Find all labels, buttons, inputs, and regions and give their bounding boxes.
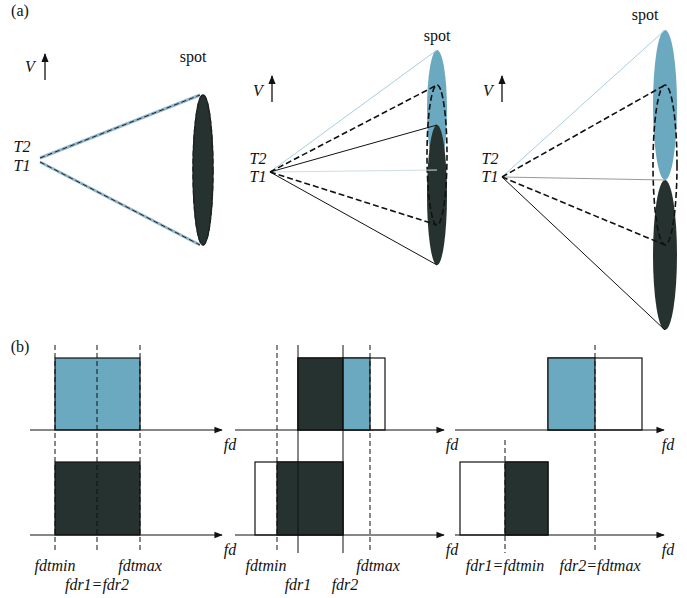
target-label: T1 bbox=[250, 168, 267, 186]
axis-label: fd bbox=[224, 436, 236, 454]
target-label: T2 bbox=[482, 150, 499, 168]
target-label: T2 bbox=[250, 150, 267, 168]
spot-label: spot bbox=[180, 48, 207, 66]
beam-line bbox=[502, 177, 665, 330]
frequency-marker bbox=[140, 345, 141, 553]
velocity-label: V bbox=[483, 82, 493, 100]
frequency-label: fdtmax bbox=[356, 557, 400, 575]
spectrum-outline bbox=[255, 462, 343, 535]
frequency-label: fdr1=fdr2 bbox=[65, 576, 129, 594]
spectrum-band bbox=[548, 358, 595, 430]
target-label: T1 bbox=[14, 157, 31, 175]
spectrum-outline bbox=[298, 358, 385, 430]
velocity-arrow bbox=[501, 76, 502, 102]
beam-line bbox=[270, 50, 437, 172]
axis-label: fd bbox=[446, 436, 458, 454]
target-label: T2 bbox=[14, 138, 31, 156]
frequency-label: fdtmax bbox=[118, 557, 162, 575]
spectrum-band bbox=[505, 462, 548, 535]
frequency-marker bbox=[505, 440, 506, 553]
velocity-label: V bbox=[253, 82, 263, 100]
spot-ellipse bbox=[193, 95, 213, 245]
spot-ellipse bbox=[653, 180, 677, 330]
frequency-label: fdtmin bbox=[35, 557, 76, 575]
frequency-axis bbox=[235, 429, 444, 430]
frequency-axis bbox=[455, 429, 664, 430]
spot-ellipse bbox=[653, 85, 677, 245]
frequency-marker bbox=[298, 345, 299, 553]
beam-line bbox=[270, 85, 437, 172]
beam-line bbox=[270, 172, 437, 265]
frequency-label: fdr1 bbox=[285, 576, 312, 594]
spot-label: spot bbox=[632, 6, 659, 24]
beam-line bbox=[40, 95, 200, 158]
spot-ellipse bbox=[653, 30, 677, 180]
spectrum-band bbox=[298, 358, 343, 430]
spot-ellipse bbox=[193, 95, 213, 245]
velocity-label: V bbox=[25, 58, 35, 76]
axis-label: fd bbox=[224, 541, 236, 559]
spectrum-band bbox=[343, 358, 370, 430]
velocity-arrow bbox=[271, 76, 272, 102]
frequency-label: fdtmin bbox=[246, 557, 287, 575]
frequency-label: fdr1=fdtmin bbox=[466, 557, 544, 575]
beam-line bbox=[40, 162, 200, 245]
spot-ellipse bbox=[427, 125, 447, 265]
spot-label: spot bbox=[424, 27, 451, 45]
spot-ellipse bbox=[427, 85, 447, 225]
frequency-marker bbox=[343, 345, 344, 553]
axis-label: fd bbox=[662, 436, 674, 454]
beam-line bbox=[270, 125, 437, 172]
beam-line bbox=[270, 170, 437, 172]
beam-line bbox=[270, 172, 437, 225]
frequency-marker bbox=[595, 345, 596, 553]
frequency-marker bbox=[55, 345, 56, 553]
frequency-marker bbox=[97, 345, 98, 553]
velocity-arrow bbox=[44, 54, 45, 80]
beam-line bbox=[502, 177, 665, 180]
axis-label: fd bbox=[662, 541, 674, 559]
beam-line bbox=[502, 177, 665, 245]
panel-label: (a) bbox=[11, 2, 29, 20]
frequency-marker bbox=[277, 345, 278, 553]
frequency-label: fdr2=fdtmax bbox=[559, 557, 640, 575]
spectrum-band bbox=[277, 462, 343, 535]
target-label: T1 bbox=[482, 168, 499, 186]
frequency-axis bbox=[235, 534, 444, 535]
beam-line bbox=[40, 95, 200, 158]
frequency-axis bbox=[30, 429, 222, 430]
panel-label: (b) bbox=[11, 338, 30, 356]
frequency-axis bbox=[455, 534, 664, 535]
beam-line bbox=[40, 162, 200, 245]
frequency-marker bbox=[370, 345, 371, 553]
frequency-axis bbox=[30, 534, 222, 535]
frequency-label: fdr2 bbox=[332, 576, 359, 594]
beam-line bbox=[502, 85, 665, 177]
axis-label: fd bbox=[446, 541, 458, 559]
beam-line bbox=[502, 30, 665, 177]
spectrum-outline bbox=[460, 462, 548, 535]
